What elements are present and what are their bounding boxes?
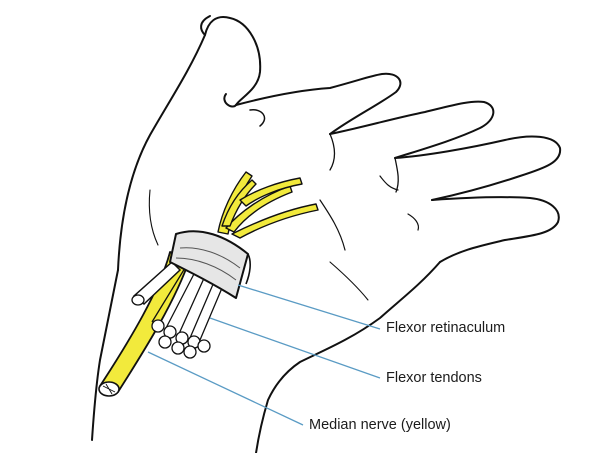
leader-line-retinaculum	[237, 284, 381, 330]
leader-lines	[147, 284, 381, 426]
superficial-tendon	[131, 260, 182, 306]
leader-line-tendons	[209, 317, 381, 379]
median-nerve-branches	[217, 171, 319, 239]
flexor-retinaculum	[169, 230, 251, 299]
hand-outline	[91, 15, 562, 453]
label-median-nerve: Median nerve (yellow)	[309, 417, 451, 433]
label-flexor-retinaculum: Flexor retinaculum	[386, 320, 506, 336]
leader-line-nerve	[147, 351, 304, 426]
flexor-tendons	[151, 267, 223, 359]
label-flexor-tendons: Flexor tendons	[386, 370, 482, 386]
